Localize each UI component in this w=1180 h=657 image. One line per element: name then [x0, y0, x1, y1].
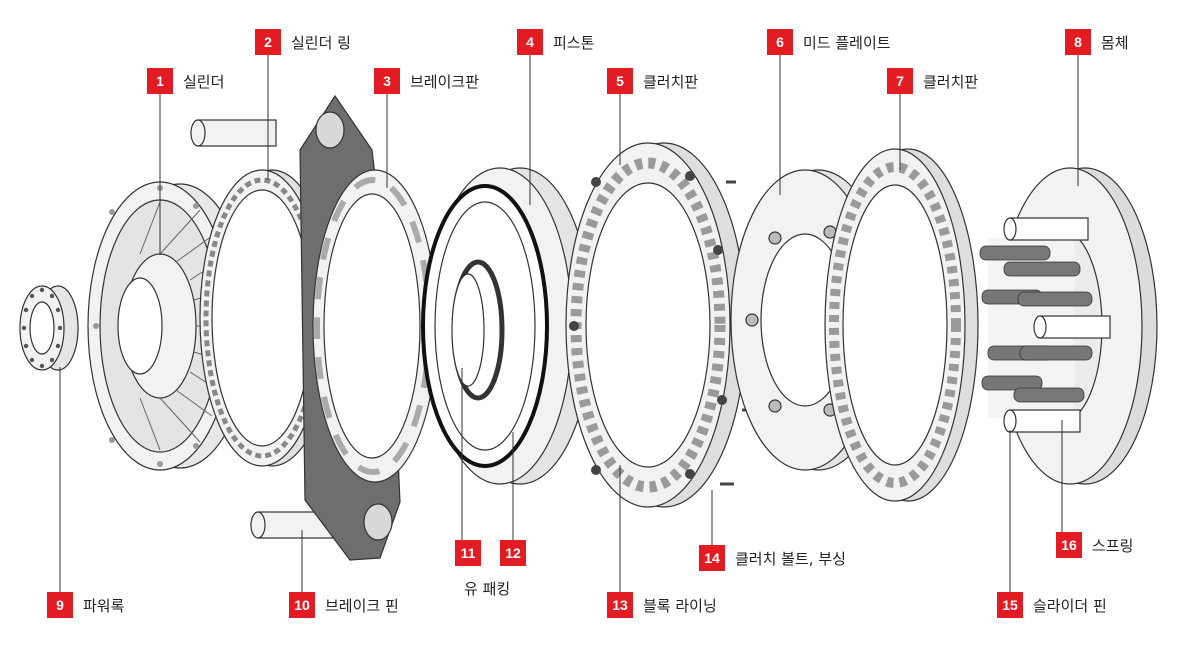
callout-11-number: 11 — [455, 540, 481, 566]
callout-1: 1 실린더 — [147, 68, 224, 94]
callout-11: 11 — [455, 540, 481, 566]
callout-8: 8 몸체 — [1065, 29, 1129, 55]
callout-1-number: 1 — [147, 68, 173, 94]
callout-7: 7 클러치판 — [887, 68, 978, 94]
brake-pin-part — [190, 119, 341, 539]
callout-5-number: 5 — [607, 68, 633, 94]
callout-10-number: 10 — [289, 592, 315, 618]
callout-7-number: 7 — [887, 68, 913, 94]
callout-3-label: 브레이크판 — [410, 72, 480, 91]
u-packing-label: 유 패킹 — [464, 580, 511, 598]
callout-16-number: 16 — [1056, 532, 1082, 558]
callout-2-label: 실린더 링 — [291, 33, 351, 52]
callout-12: 12 — [500, 540, 526, 566]
callout-10: 10 브레이크 핀 — [289, 592, 399, 618]
power-lock-part — [19, 285, 79, 371]
cylinder-part — [87, 181, 251, 471]
callout-13: 13 블록 라이닝 — [607, 592, 717, 618]
callout-5-label: 클러치판 — [643, 72, 699, 91]
callout-13-number: 13 — [607, 592, 633, 618]
callout-6-number: 6 — [767, 29, 793, 55]
callout-14-number: 14 — [699, 545, 725, 571]
callout-2-number: 2 — [255, 29, 281, 55]
callout-16-label: 스프링 — [1092, 536, 1134, 555]
callout-3: 3 브레이크판 — [374, 68, 479, 94]
brake-plate-part — [299, 94, 438, 561]
callout-5: 5 클러치판 — [607, 68, 698, 94]
callout-14-label: 클러치 볼트, 부싱 — [735, 549, 846, 568]
callout-15-number: 15 — [997, 592, 1023, 618]
callout-12-number: 12 — [500, 540, 526, 566]
callout-6: 6 미드 플레이트 — [767, 29, 891, 55]
callout-10-label: 브레이크 핀 — [325, 596, 399, 615]
callout-4: 4 피스톤 — [517, 29, 594, 55]
callout-3-number: 3 — [374, 68, 400, 94]
callout-7-label: 클러치판 — [923, 72, 979, 91]
callout-15-label: 슬라이더 핀 — [1033, 596, 1107, 615]
clutch-plate-7-part — [824, 148, 979, 502]
callout-9: 9 파워록 — [47, 592, 124, 618]
callout-4-number: 4 — [517, 29, 543, 55]
callout-4-label: 피스톤 — [553, 33, 595, 52]
callout-14: 14 클러치 볼트, 부싱 — [699, 545, 846, 571]
clutch-plate-5-part — [565, 142, 752, 508]
callout-8-label: 몸체 — [1101, 33, 1129, 52]
callout-13-label: 블록 라이닝 — [643, 596, 717, 615]
callout-16: 16 스프링 — [1056, 532, 1133, 558]
callout-2: 2 실린더 링 — [255, 29, 351, 55]
callout-1-label: 실린더 — [183, 72, 225, 91]
callout-15: 15 슬라이더 핀 — [997, 592, 1107, 618]
callout-8-number: 8 — [1065, 29, 1091, 55]
u-packing-part — [451, 259, 505, 401]
callout-6-label: 미드 플레이트 — [803, 33, 891, 52]
spring-pack-part — [979, 217, 1111, 433]
callout-9-number: 9 — [47, 592, 73, 618]
callout-9-label: 파워록 — [83, 596, 125, 615]
